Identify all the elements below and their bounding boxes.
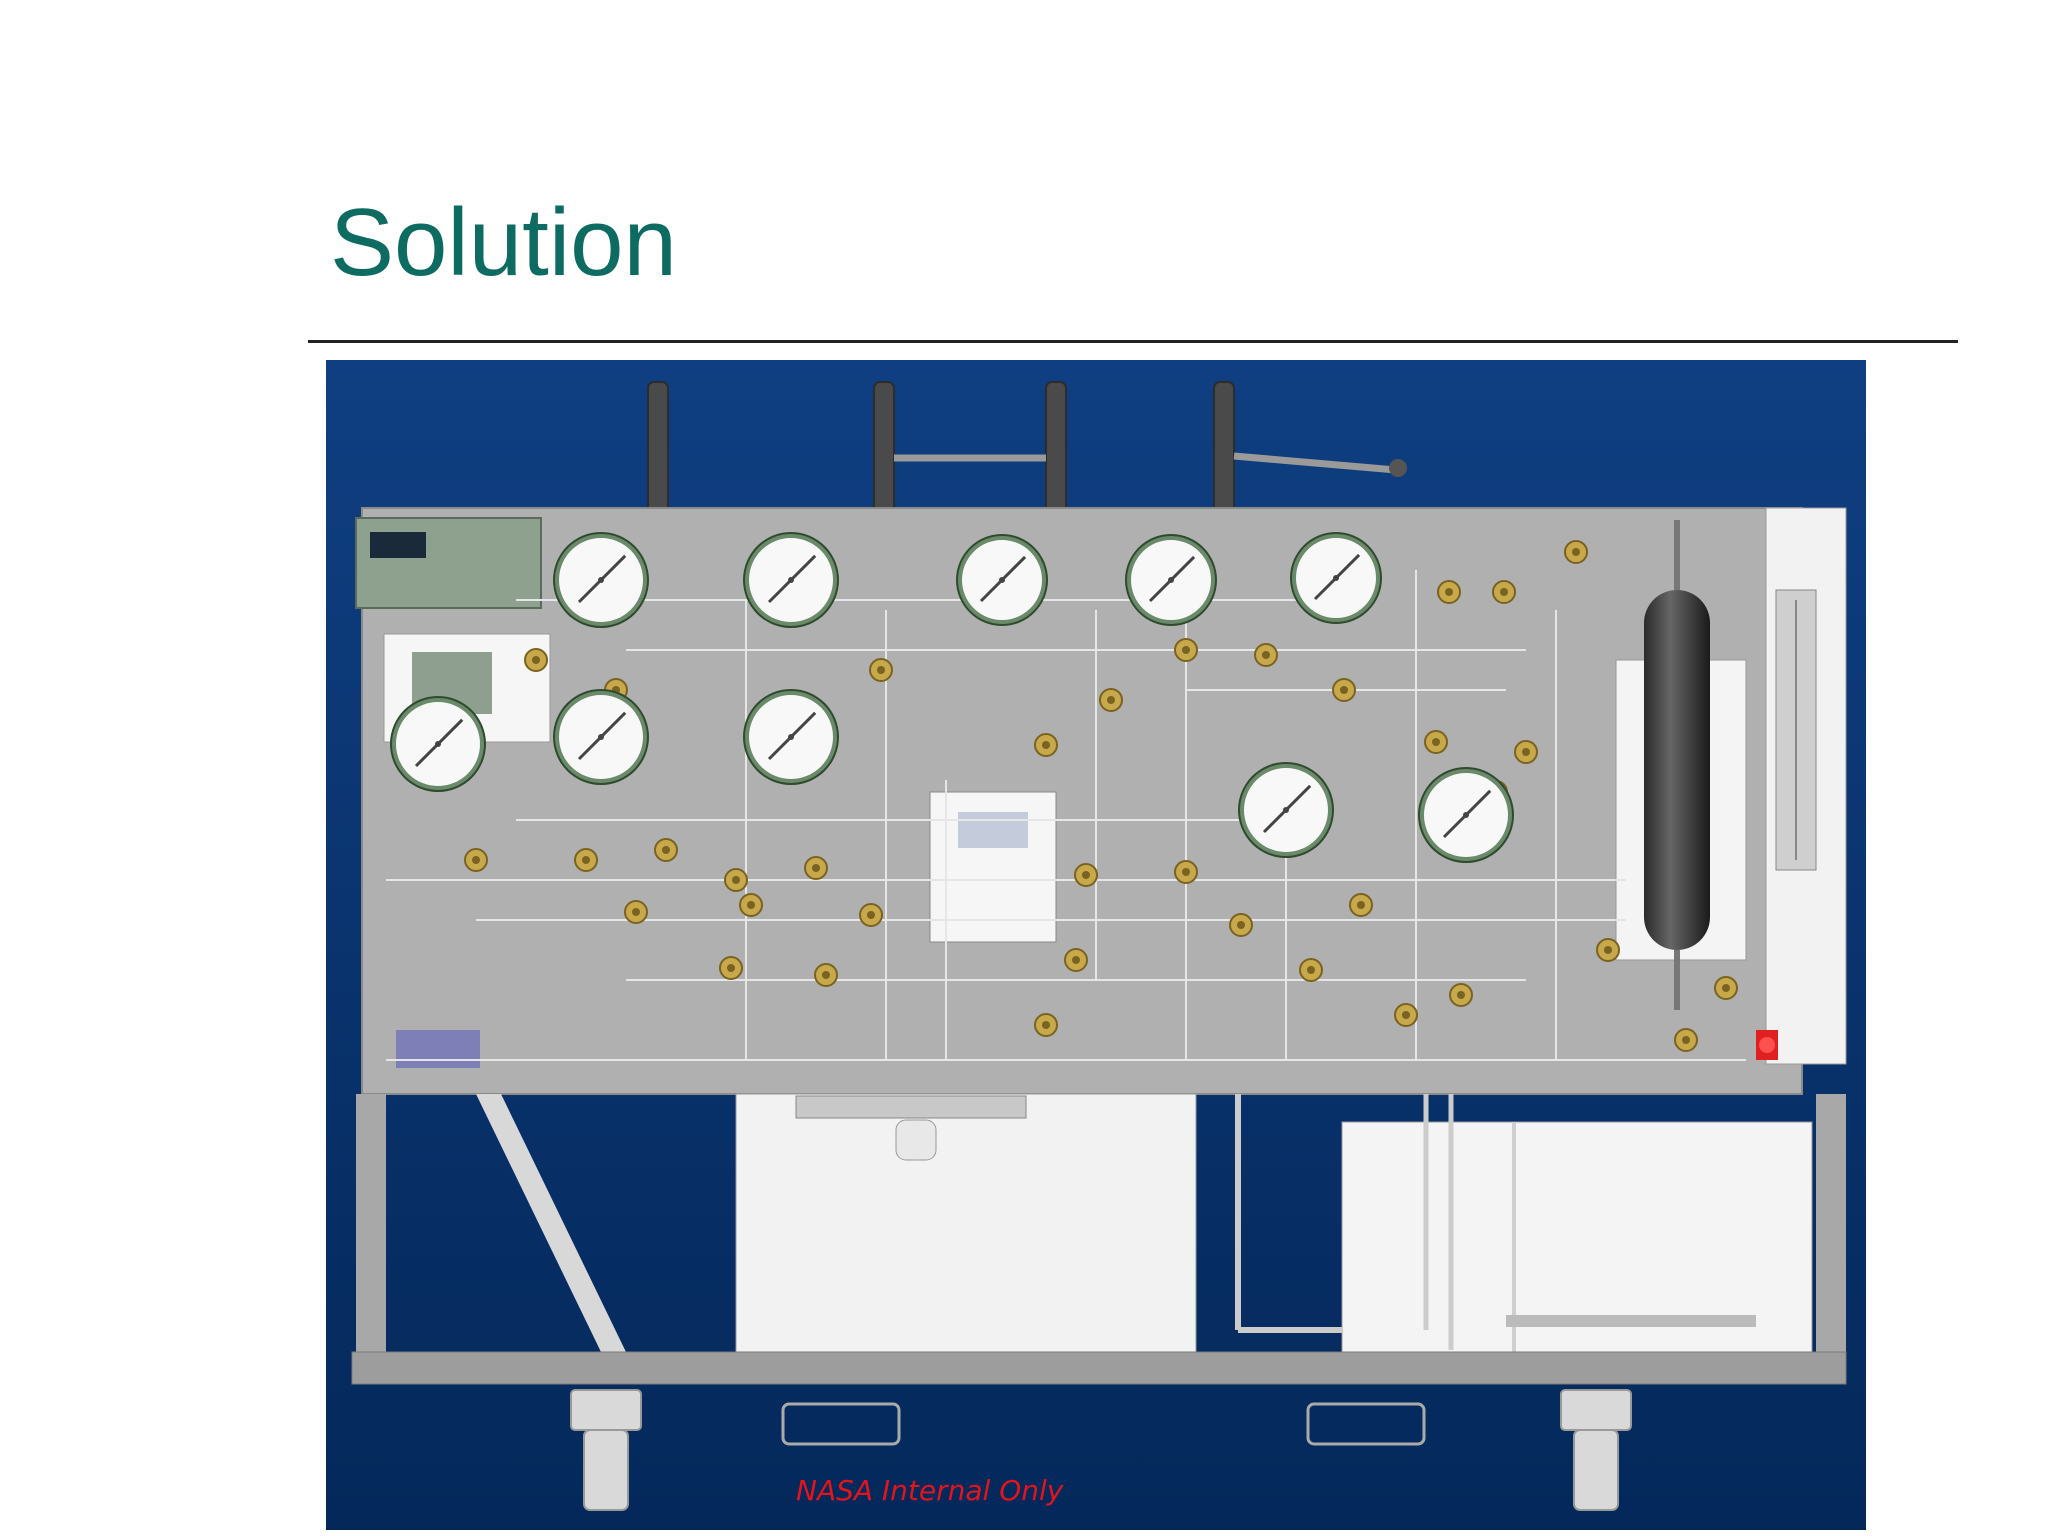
hand-valve-icon	[1229, 913, 1253, 937]
relief-valve-icon	[1756, 1030, 1778, 1060]
pressure-gauge-icon	[1418, 767, 1514, 863]
hand-valve-icon	[1437, 580, 1461, 604]
pressure-gauge-icon	[390, 696, 486, 792]
hand-valve-icon	[719, 956, 743, 980]
pressure-gauge-icon	[553, 532, 649, 628]
hand-valve-icon	[654, 838, 678, 862]
hand-valve-icon	[624, 900, 648, 924]
pressure-gauge-icon	[1238, 762, 1334, 858]
pressure-vessel-icon	[1615, 520, 1747, 1010]
hand-valve-icon	[1174, 638, 1198, 662]
top-fittings	[647, 381, 1235, 523]
hand-valve-icon	[1332, 678, 1356, 702]
hand-valve-icon	[1074, 863, 1098, 887]
hand-valve-icon	[574, 848, 598, 872]
hand-valve-icon	[1299, 958, 1323, 982]
hand-valve-icon	[814, 963, 838, 987]
hand-valve-icon	[1714, 976, 1738, 1000]
hand-valve-icon	[1449, 983, 1473, 1007]
hand-valve-icon	[1394, 1003, 1418, 1027]
hand-valve-icon	[739, 893, 763, 917]
hand-valve-icon	[524, 648, 548, 672]
pressure-gauge-icon	[956, 534, 1048, 626]
hand-valve-icon	[1492, 580, 1516, 604]
hand-valve-icon	[1034, 1013, 1058, 1037]
caster-left	[570, 1389, 642, 1511]
hand-valve-icon	[1596, 938, 1620, 962]
hand-valve-icon	[1254, 643, 1278, 667]
hand-valve-icon	[1064, 948, 1088, 972]
pressure-gauge-icon	[553, 689, 649, 785]
hand-valve-icon	[1349, 893, 1373, 917]
test-stand-schematic	[326, 360, 1866, 1530]
hand-valve-icon	[724, 868, 748, 892]
hand-valve-icon	[1674, 1028, 1698, 1052]
hand-valve-icon	[1099, 688, 1123, 712]
hand-valve-icon	[464, 848, 488, 872]
hand-valve-icon	[1424, 730, 1448, 754]
pressure-gauge-icon	[1125, 534, 1217, 626]
label-plate	[396, 1030, 480, 1068]
pressure-gauge-icon	[743, 532, 839, 628]
caster-right	[1560, 1389, 1632, 1511]
controller-keypad	[355, 517, 542, 609]
pressure-gauge-icon	[743, 689, 839, 785]
hand-valve-icon	[859, 903, 883, 927]
classification-marking: NASA Internal Only	[796, 1474, 1064, 1507]
hand-valve-icon	[1514, 740, 1538, 764]
pressure-gauge-icon	[1290, 532, 1382, 624]
slide-title: Solution	[330, 189, 677, 296]
hand-valve-icon	[869, 658, 893, 682]
stand-frame	[351, 1093, 1847, 1446]
hand-valve-icon	[1034, 733, 1058, 757]
hand-valve-icon	[1174, 860, 1198, 884]
flowmeter-box	[929, 791, 1057, 943]
hand-valve-icon	[804, 856, 828, 880]
hand-valve-icon	[1564, 540, 1588, 564]
title-divider	[308, 340, 1958, 343]
